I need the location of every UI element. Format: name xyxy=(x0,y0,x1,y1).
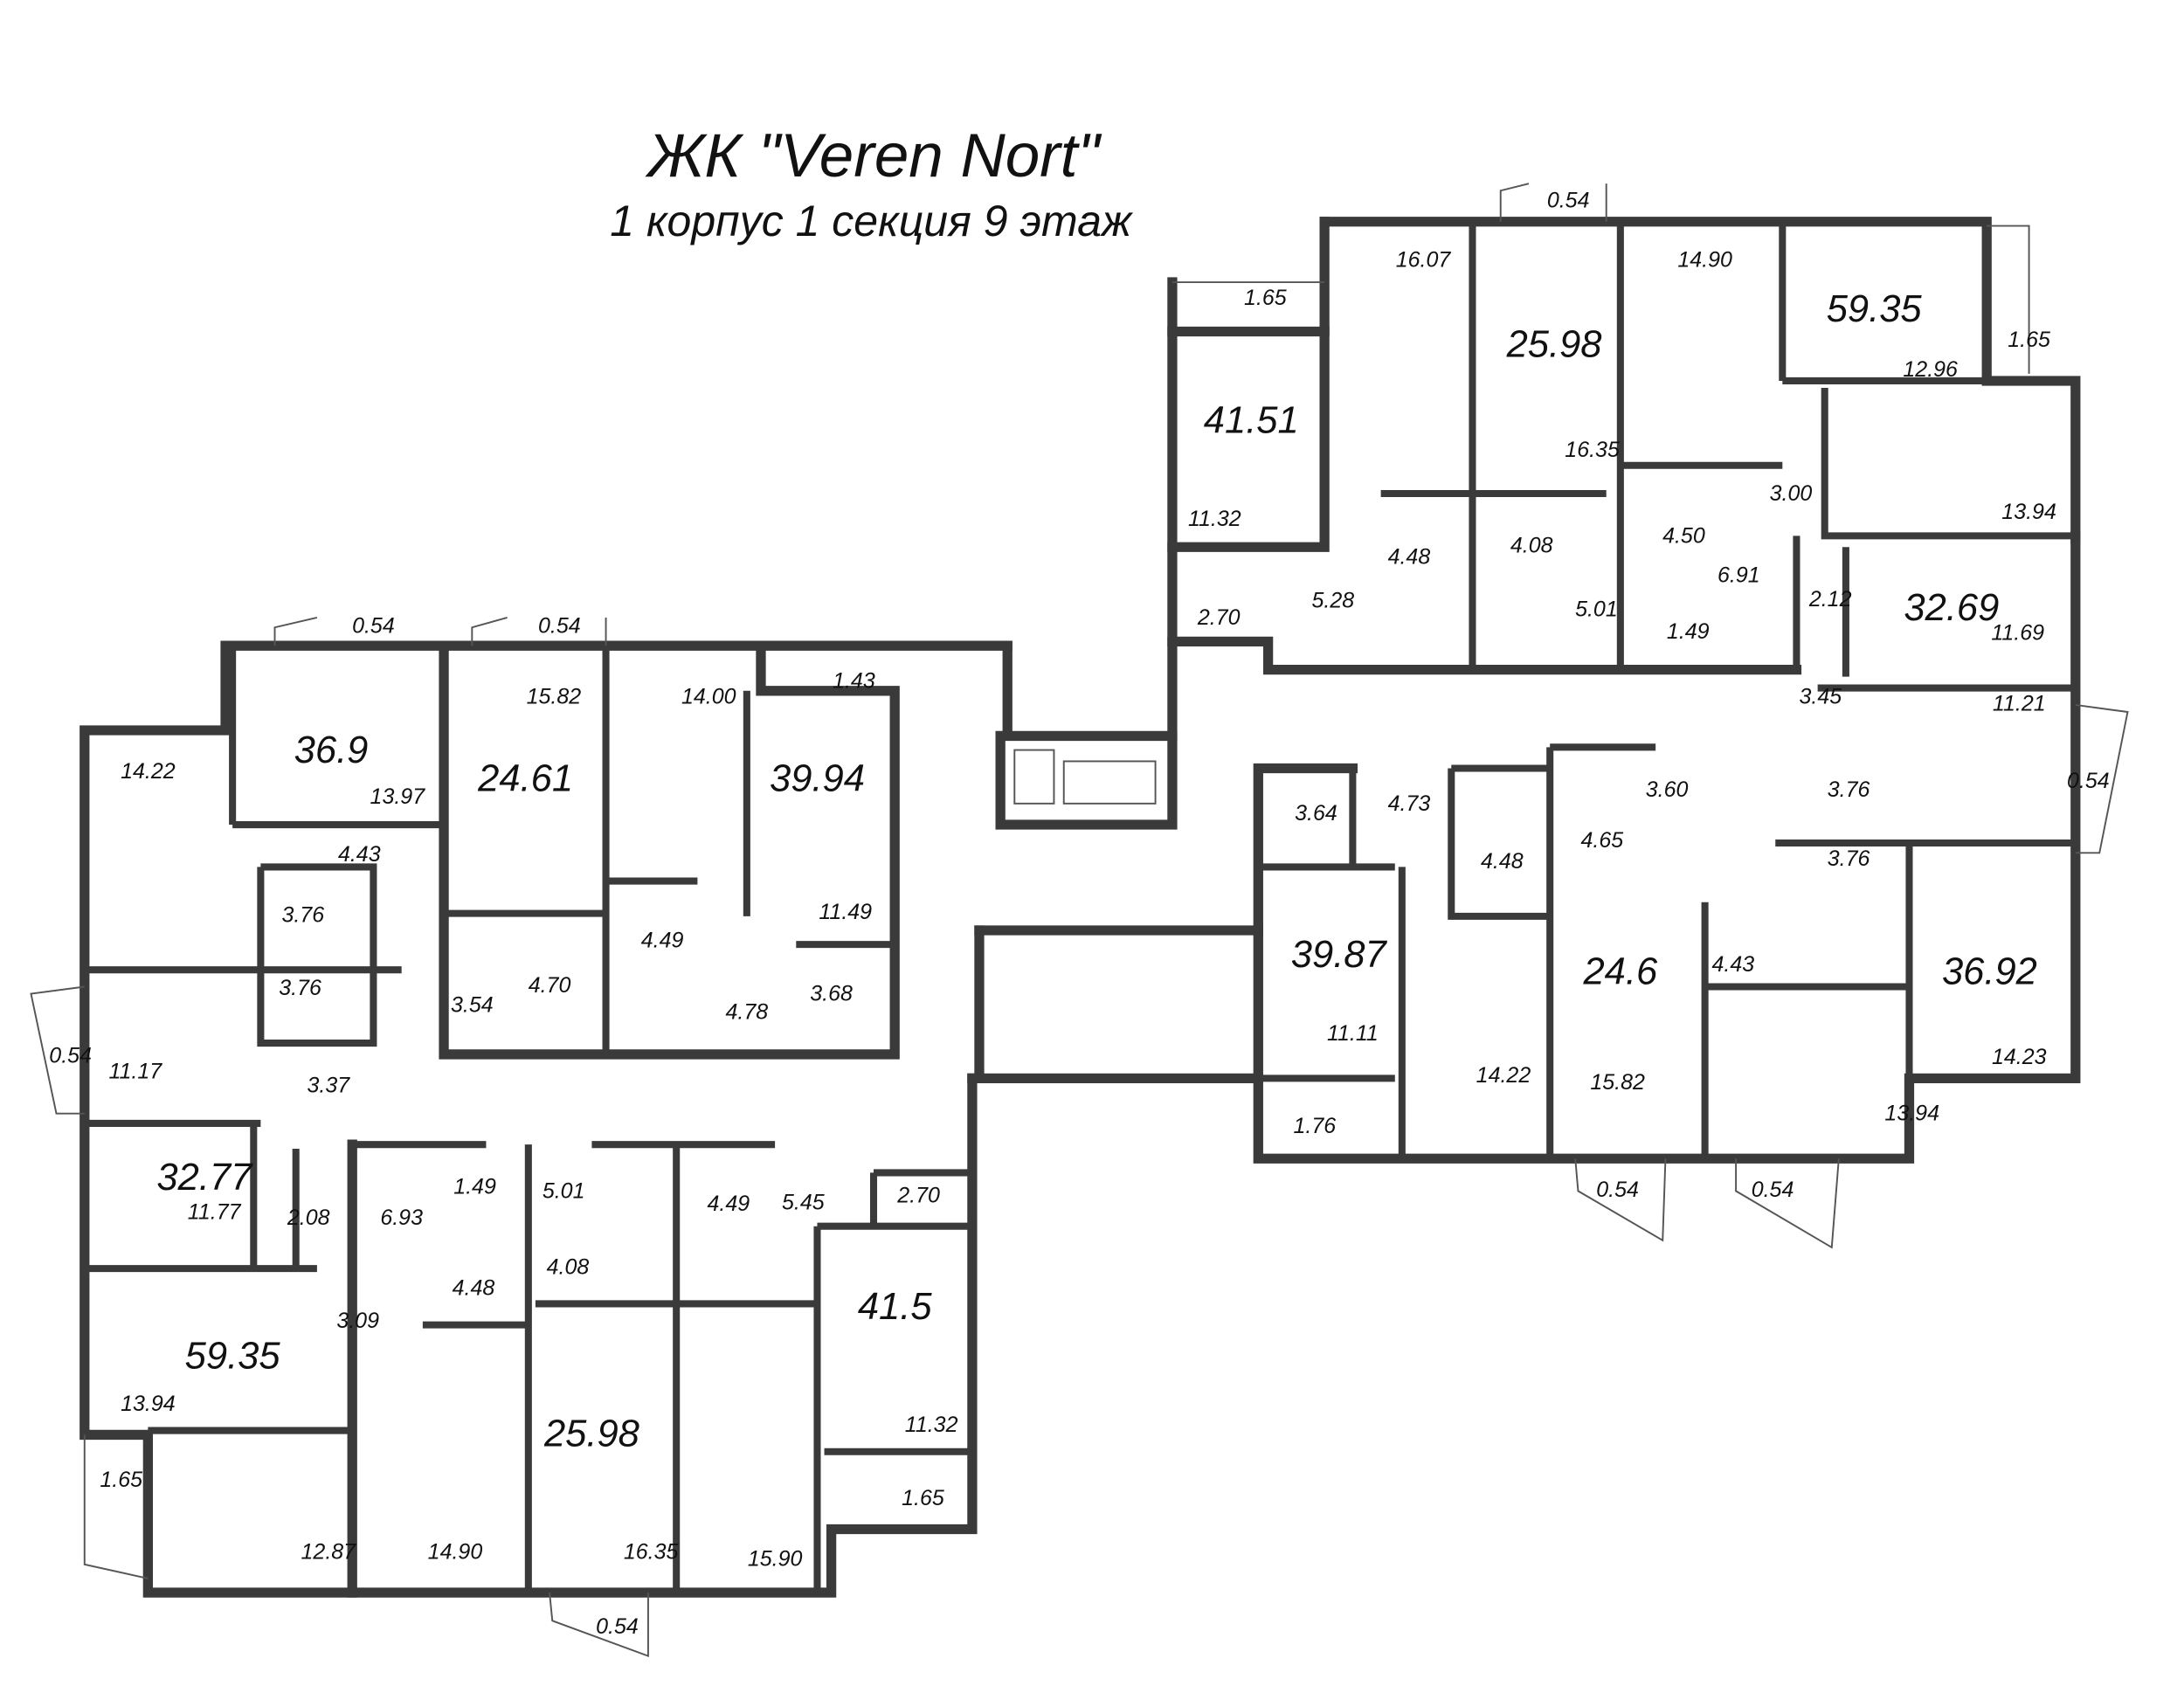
apartment-area: 36.92 xyxy=(1942,950,2037,992)
room-area: 0.54 xyxy=(1547,189,1590,213)
room-area: 0.54 xyxy=(352,614,395,639)
room-area: 3.54 xyxy=(451,993,494,1018)
room-area: 1.65 xyxy=(2008,328,2050,352)
room-area: 0.54 xyxy=(1752,1178,1794,1202)
room-area: 16.35 xyxy=(624,1539,679,1564)
room-area: 11.69 xyxy=(1991,621,2044,646)
room-area: 4.49 xyxy=(641,928,684,952)
room-area: 6.91 xyxy=(1717,563,1760,588)
room-area: 11.11 xyxy=(1327,1021,1379,1046)
room-area: 11.77 xyxy=(188,1200,242,1225)
room-area: 5.01 xyxy=(543,1178,585,1203)
room-area: 4.78 xyxy=(726,1000,769,1025)
room-area: 3.76 xyxy=(1828,846,1870,871)
plan-subtitle: 1 корпус 1 секция 9 этаж xyxy=(610,197,1134,245)
room-areas-right: 0.54 16.07 14.90 1.65 1.65 12.96 16.35 1… xyxy=(1188,189,2110,1202)
room-area: 2.70 xyxy=(1197,605,1241,630)
room-area: 1.76 xyxy=(1294,1114,1337,1138)
apartment-area: 41.5 xyxy=(858,1286,933,1328)
room-area: 3.60 xyxy=(1646,777,1689,802)
room-area: 16.07 xyxy=(1396,247,1452,272)
room-area: 3.64 xyxy=(1295,801,1337,826)
room-area: 0.54 xyxy=(2067,769,2110,793)
room-area: 5.28 xyxy=(1311,589,1354,613)
plan-title: ЖК "Veren Nort" xyxy=(645,121,1102,190)
walls xyxy=(79,217,2081,1598)
apartment-area: 36.9 xyxy=(294,729,369,771)
room-area: 13.97 xyxy=(370,784,426,809)
apartment-area: 32.69 xyxy=(1904,587,1999,629)
room-area: 1.49 xyxy=(453,1175,496,1199)
room-area: 6.93 xyxy=(380,1206,423,1230)
apartment-area: 25.98 xyxy=(1506,324,1602,366)
room-area: 4.48 xyxy=(453,1276,495,1301)
room-area: 13.94 xyxy=(1884,1102,1939,1126)
room-area: 14.00 xyxy=(681,684,736,708)
room-area: 13.94 xyxy=(121,1392,176,1416)
room-area: 3.76 xyxy=(281,902,324,927)
room-area: 3.68 xyxy=(810,982,853,1006)
room-area: 15.82 xyxy=(527,684,582,708)
room-area: 3.37 xyxy=(307,1073,350,1097)
room-area: 15.82 xyxy=(1590,1070,1645,1095)
room-area: 12.87 xyxy=(301,1539,357,1564)
room-area: 11.32 xyxy=(905,1413,958,1437)
room-area: 3.09 xyxy=(336,1309,379,1333)
room-area: 4.43 xyxy=(338,842,381,867)
room-area: 2.70 xyxy=(896,1183,940,1207)
room-area: 3.76 xyxy=(279,976,321,1000)
apartment-area: 25.98 xyxy=(543,1413,639,1455)
room-area: 4.48 xyxy=(1481,849,1524,874)
apartment-area: 24.6 xyxy=(1582,950,1658,992)
room-area: 14.90 xyxy=(1677,247,1732,272)
room-areas-left: 0.54 0.54 15.82 14.00 1.43 14.22 13.97 4… xyxy=(49,614,957,1639)
room-area: 1.43 xyxy=(833,669,875,694)
room-area: 3.76 xyxy=(1828,777,1870,802)
room-area: 14.22 xyxy=(1476,1063,1531,1088)
apartment-area: 59.35 xyxy=(185,1336,281,1378)
apartment-area: 39.87 xyxy=(1291,934,1388,976)
room-area: 11.21 xyxy=(1993,691,2046,715)
room-area: 4.43 xyxy=(1712,952,1755,977)
room-area: 12.96 xyxy=(1903,357,1958,382)
room-area: 0.54 xyxy=(596,1614,639,1639)
room-area: 14.90 xyxy=(428,1539,483,1564)
room-area: 5.45 xyxy=(782,1190,825,1214)
room-area: 4.73 xyxy=(1388,791,1431,816)
room-area: 2.08 xyxy=(287,1206,330,1230)
room-area: 14.22 xyxy=(121,759,176,784)
room-area: 3.00 xyxy=(1770,481,1813,506)
room-area: 13.94 xyxy=(2001,500,2056,524)
room-area: 4.65 xyxy=(1581,828,1624,853)
room-area: 1.65 xyxy=(100,1468,142,1492)
room-area: 0.54 xyxy=(49,1044,92,1068)
room-area: 2.12 xyxy=(1808,587,1852,612)
balconies xyxy=(30,183,2129,1658)
room-area: 11.49 xyxy=(819,900,872,924)
apartment-area: 39.94 xyxy=(770,757,865,799)
room-area: 1.65 xyxy=(902,1486,944,1510)
apartment-area: 24.61 xyxy=(477,757,573,799)
room-area: 15.90 xyxy=(748,1546,803,1571)
room-area: 4.48 xyxy=(1388,545,1431,570)
room-area: 4.50 xyxy=(1662,523,1705,548)
apartment-area: 41.51 xyxy=(1204,400,1299,442)
room-area: 14.23 xyxy=(1992,1045,2047,1069)
room-area: 4.08 xyxy=(1510,534,1553,558)
apartment-areas: 41.51 25.98 59.35 32.69 36.9 24.61 39.94… xyxy=(156,288,2036,1455)
room-area: 1.49 xyxy=(1667,619,1710,644)
room-area: 5.01 xyxy=(1575,597,1618,621)
room-area: 16.35 xyxy=(1565,438,1620,462)
room-area: 1.65 xyxy=(1244,286,1287,310)
room-area: 11.32 xyxy=(1188,507,1241,531)
room-area: 0.54 xyxy=(538,614,581,639)
room-area: 11.17 xyxy=(108,1059,162,1083)
room-area: 4.70 xyxy=(529,973,571,998)
apartment-area: 32.77 xyxy=(156,1157,253,1199)
room-area: 4.08 xyxy=(547,1255,590,1280)
room-area: 3.45 xyxy=(1800,684,1842,708)
room-area: 4.49 xyxy=(708,1192,750,1216)
apartment-area: 59.35 xyxy=(1827,288,1923,330)
room-area: 0.54 xyxy=(1596,1178,1639,1202)
